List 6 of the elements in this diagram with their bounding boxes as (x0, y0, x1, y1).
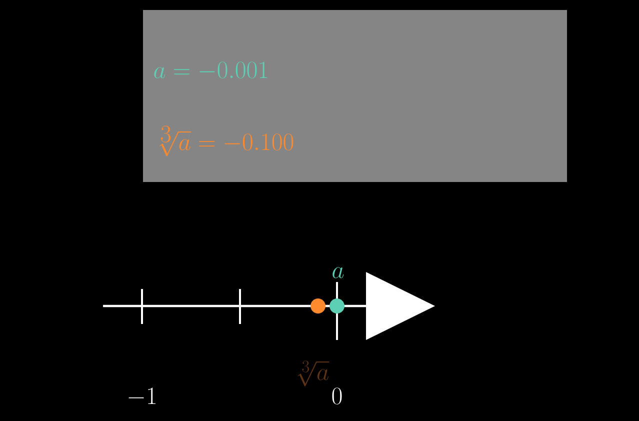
tick-label: $0$ (332, 388, 342, 404)
tick-label: $-1$ (128, 388, 156, 404)
point-label: $a$ (332, 267, 344, 278)
formula: $a = -0.001$ (154, 62, 268, 78)
formula: $\sqrt[3]{a} = -0.100$ (160, 126, 294, 156)
point-label: $\sqrt[3]{a}$ (298, 360, 330, 386)
